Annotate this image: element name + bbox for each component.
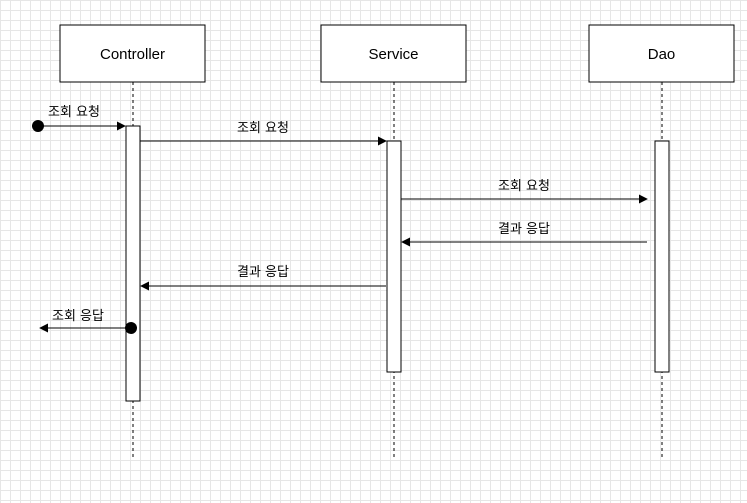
message-lost-response[interactable]: 조회 응답: [39, 309, 137, 334]
participant-controller[interactable]: Controller: [59, 24, 206, 83]
message-service-to-controller[interactable]: 결과 응답: [140, 265, 386, 291]
lost-message-dot: [125, 322, 137, 334]
activation-controller[interactable]: [125, 125, 141, 402]
activation-dao[interactable]: [654, 140, 670, 373]
message-controller-to-service[interactable]: 조회 요청: [140, 121, 387, 146]
message-found-request-label: 조회 요청: [48, 105, 100, 120]
participant-dao[interactable]: Dao: [588, 24, 735, 83]
message-controller-to-service-label: 조회 요청: [237, 121, 289, 136]
message-service-to-dao-label: 조회 요청: [498, 179, 550, 194]
message-dao-to-service-label: 결과 응답: [498, 222, 550, 237]
message-dao-to-service[interactable]: 결과 응답: [401, 222, 647, 247]
participant-service[interactable]: Service: [320, 24, 467, 83]
message-service-to-controller-label: 결과 응답: [237, 265, 289, 280]
message-lost-response-label: 조회 응답: [52, 309, 104, 324]
participant-service-label: Service: [368, 46, 418, 63]
activation-service[interactable]: [386, 140, 402, 373]
message-found-request[interactable]: 조회 요청: [32, 105, 126, 132]
participant-dao-label: Dao: [648, 46, 676, 63]
participant-controller-label: Controller: [100, 46, 165, 63]
message-service-to-dao[interactable]: 조회 요청: [401, 179, 648, 204]
